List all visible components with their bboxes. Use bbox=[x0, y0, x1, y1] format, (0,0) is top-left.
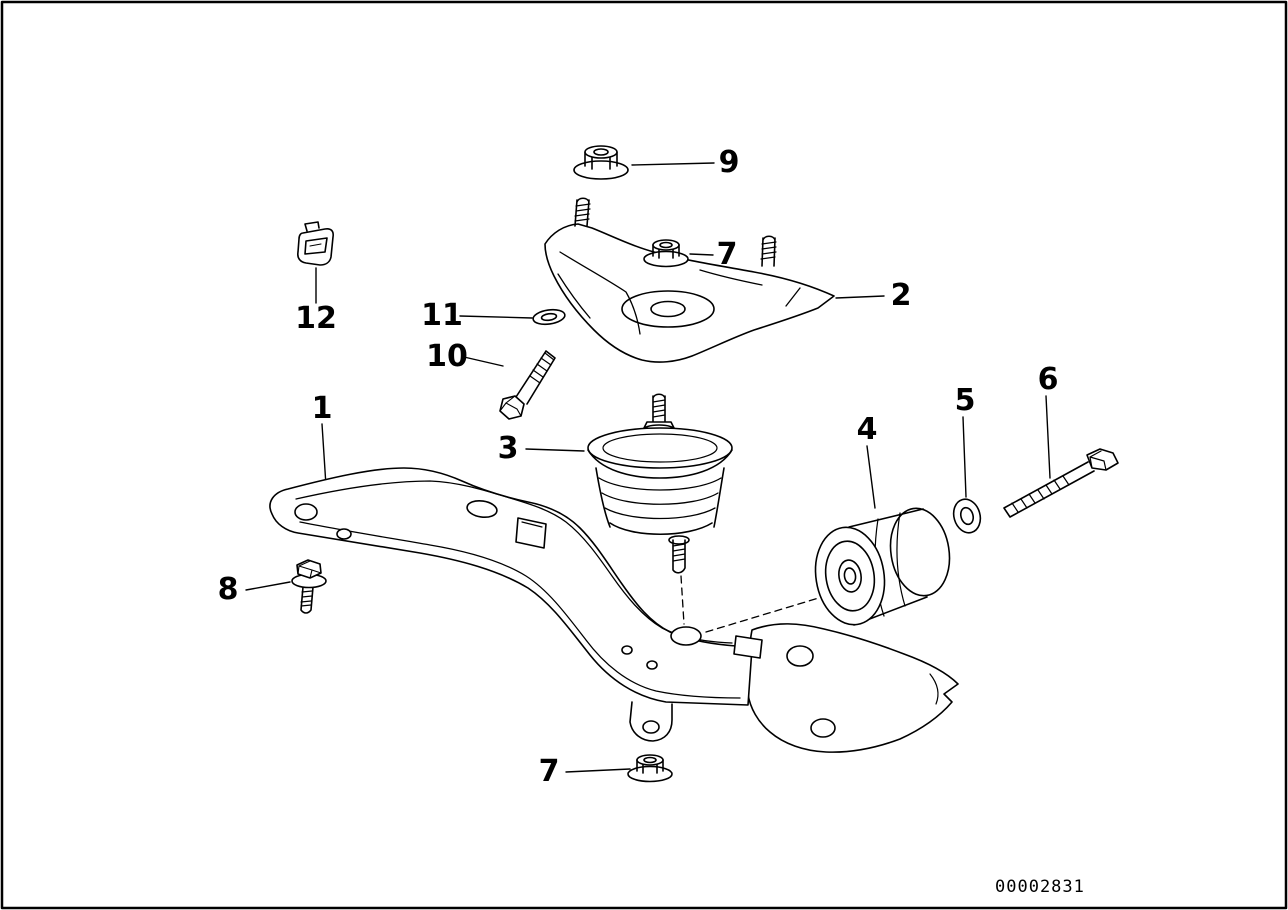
flange-nut-7-lower bbox=[627, 754, 673, 783]
bolt-6 bbox=[1003, 448, 1119, 518]
leader-lines bbox=[245, 162, 1051, 773]
flange-nut-9 bbox=[573, 145, 629, 180]
washer-5 bbox=[952, 498, 982, 534]
drawing-number: 00002831 bbox=[995, 877, 1085, 897]
bushing bbox=[814, 507, 951, 626]
rubber-mount bbox=[587, 393, 733, 574]
assembly-axis-lines bbox=[680, 575, 823, 633]
callout-6: 6 bbox=[1037, 362, 1059, 397]
clip-12 bbox=[297, 221, 334, 266]
bracket-studs bbox=[574, 197, 777, 267]
callout-11: 11 bbox=[421, 298, 463, 333]
bolt-10 bbox=[499, 350, 556, 420]
callout-2: 2 bbox=[890, 278, 912, 313]
washer-11 bbox=[532, 308, 566, 326]
callout-8: 8 bbox=[217, 572, 239, 607]
callout-12: 12 bbox=[295, 301, 337, 336]
callout-7-lower: 7 bbox=[538, 754, 560, 789]
callout-1: 1 bbox=[311, 391, 333, 426]
crossmember-beam bbox=[269, 467, 763, 742]
support-bracket bbox=[544, 197, 835, 363]
callout-7-upper: 7 bbox=[716, 237, 738, 272]
bolt-8 bbox=[291, 559, 327, 614]
flange-nut-7-upper bbox=[643, 239, 689, 268]
callout-5: 5 bbox=[954, 383, 976, 418]
callout-4: 4 bbox=[856, 412, 878, 447]
callout-10: 10 bbox=[426, 339, 468, 374]
crossmember-right-plate bbox=[746, 623, 959, 753]
callout-9: 9 bbox=[718, 145, 740, 180]
callout-3: 3 bbox=[497, 431, 519, 466]
